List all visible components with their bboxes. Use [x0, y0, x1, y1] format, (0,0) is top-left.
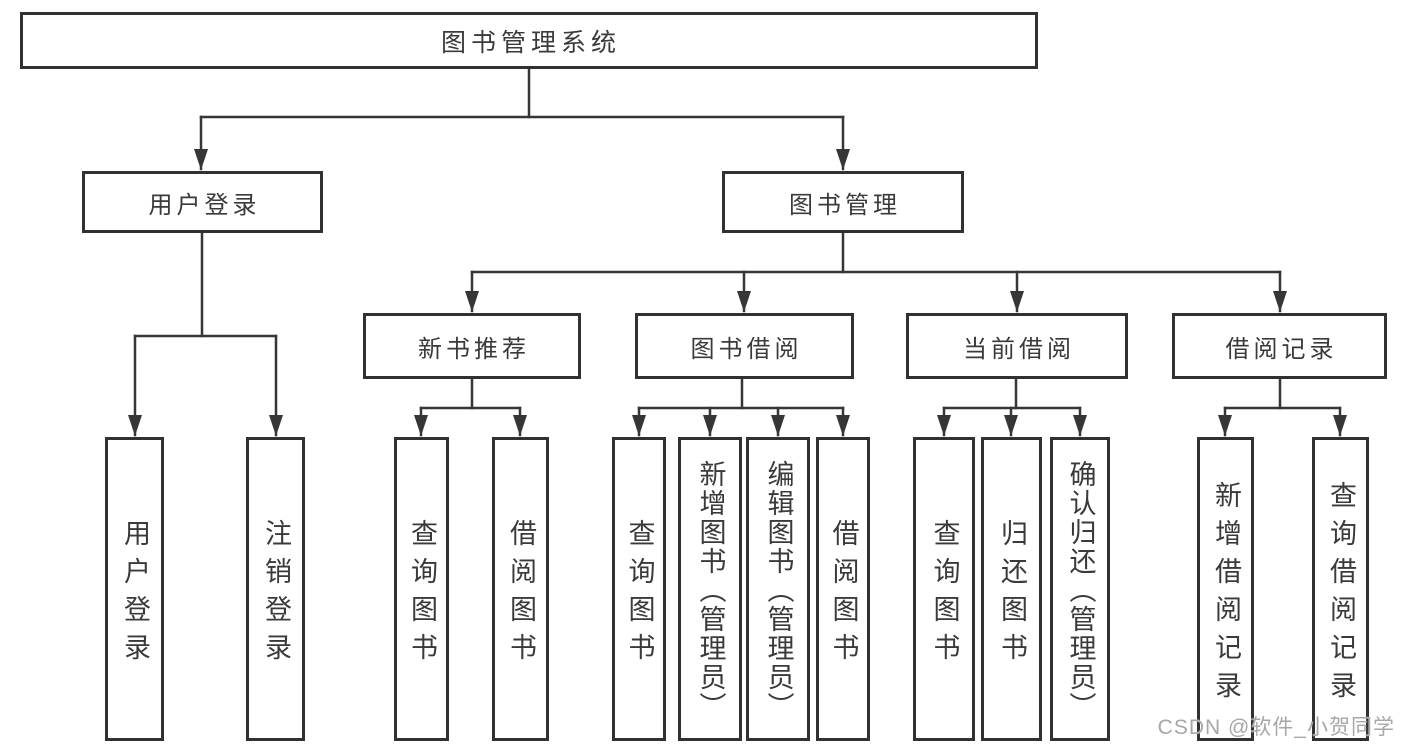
- node-new-book-recommendation: 新书推荐: [363, 313, 581, 379]
- leaf-query-books-current: 查询图书: [913, 437, 975, 741]
- leaf-query-books-borrow: 查询图书: [612, 437, 666, 741]
- leaf-add-borrow-record: 新增借阅记录: [1197, 437, 1254, 741]
- node-library-management-system: 图书管理系统: [20, 12, 1038, 69]
- leaf-label: 借阅图书: [506, 518, 536, 671]
- node-book-borrowing: 图书借阅: [635, 313, 854, 379]
- leaf-edit-books-admin: 编辑图书（管理员）: [746, 437, 810, 741]
- leaf-label: 新增借阅记录: [1211, 480, 1241, 709]
- leaf-label: 注销登录: [261, 518, 291, 671]
- leaf-borrow-books: 借阅图书: [816, 437, 870, 741]
- leaf-label: 查询图书: [929, 518, 960, 671]
- node-label: 图书管理: [789, 191, 901, 219]
- leaf-label: 新增图书（管理员）: [695, 459, 726, 721]
- node-user-login: 用户登录: [82, 171, 323, 233]
- leaf-label: 借阅图书: [828, 518, 859, 671]
- node-borrowing-records: 借阅记录: [1172, 313, 1387, 379]
- leaf-label: 用户登录: [120, 518, 150, 671]
- leaf-label: 查询借阅记录: [1326, 480, 1356, 709]
- leaf-label: 确认归还（管理员）: [1065, 459, 1096, 721]
- leaf-query-books-recommend: 查询图书: [394, 437, 449, 741]
- node-label: 借阅记录: [1225, 335, 1338, 363]
- node-label: 新书推荐: [418, 335, 530, 363]
- node-current-borrowing: 当前借阅: [906, 313, 1128, 379]
- node-label: 图书借阅: [690, 335, 803, 363]
- leaf-borrow-books-recommend: 借阅图书: [492, 437, 549, 741]
- node-label: 图书管理系统: [440, 28, 621, 57]
- leaf-label: 归还图书: [997, 518, 1027, 671]
- node-label: 用户登录: [148, 191, 261, 219]
- leaf-user-login: 用户登录: [105, 437, 164, 741]
- leaf-query-borrow-record: 查询借阅记录: [1312, 437, 1369, 741]
- leaf-confirm-return-admin: 确认归还（管理员）: [1050, 437, 1110, 741]
- node-book-management: 图书管理: [722, 171, 964, 233]
- node-label: 当前借阅: [963, 335, 1075, 363]
- leaf-label: 查询图书: [624, 518, 655, 671]
- leaf-return-books: 归还图书: [981, 437, 1042, 741]
- csdn-watermark: CSDN @软件_小贺同学: [1157, 716, 1395, 739]
- leaf-label: 编辑图书（管理员）: [763, 459, 794, 721]
- leaf-add-books-admin: 新增图书（管理员）: [678, 437, 742, 741]
- leaf-logout: 注销登录: [246, 437, 305, 741]
- leaf-label: 查询图书: [407, 518, 437, 671]
